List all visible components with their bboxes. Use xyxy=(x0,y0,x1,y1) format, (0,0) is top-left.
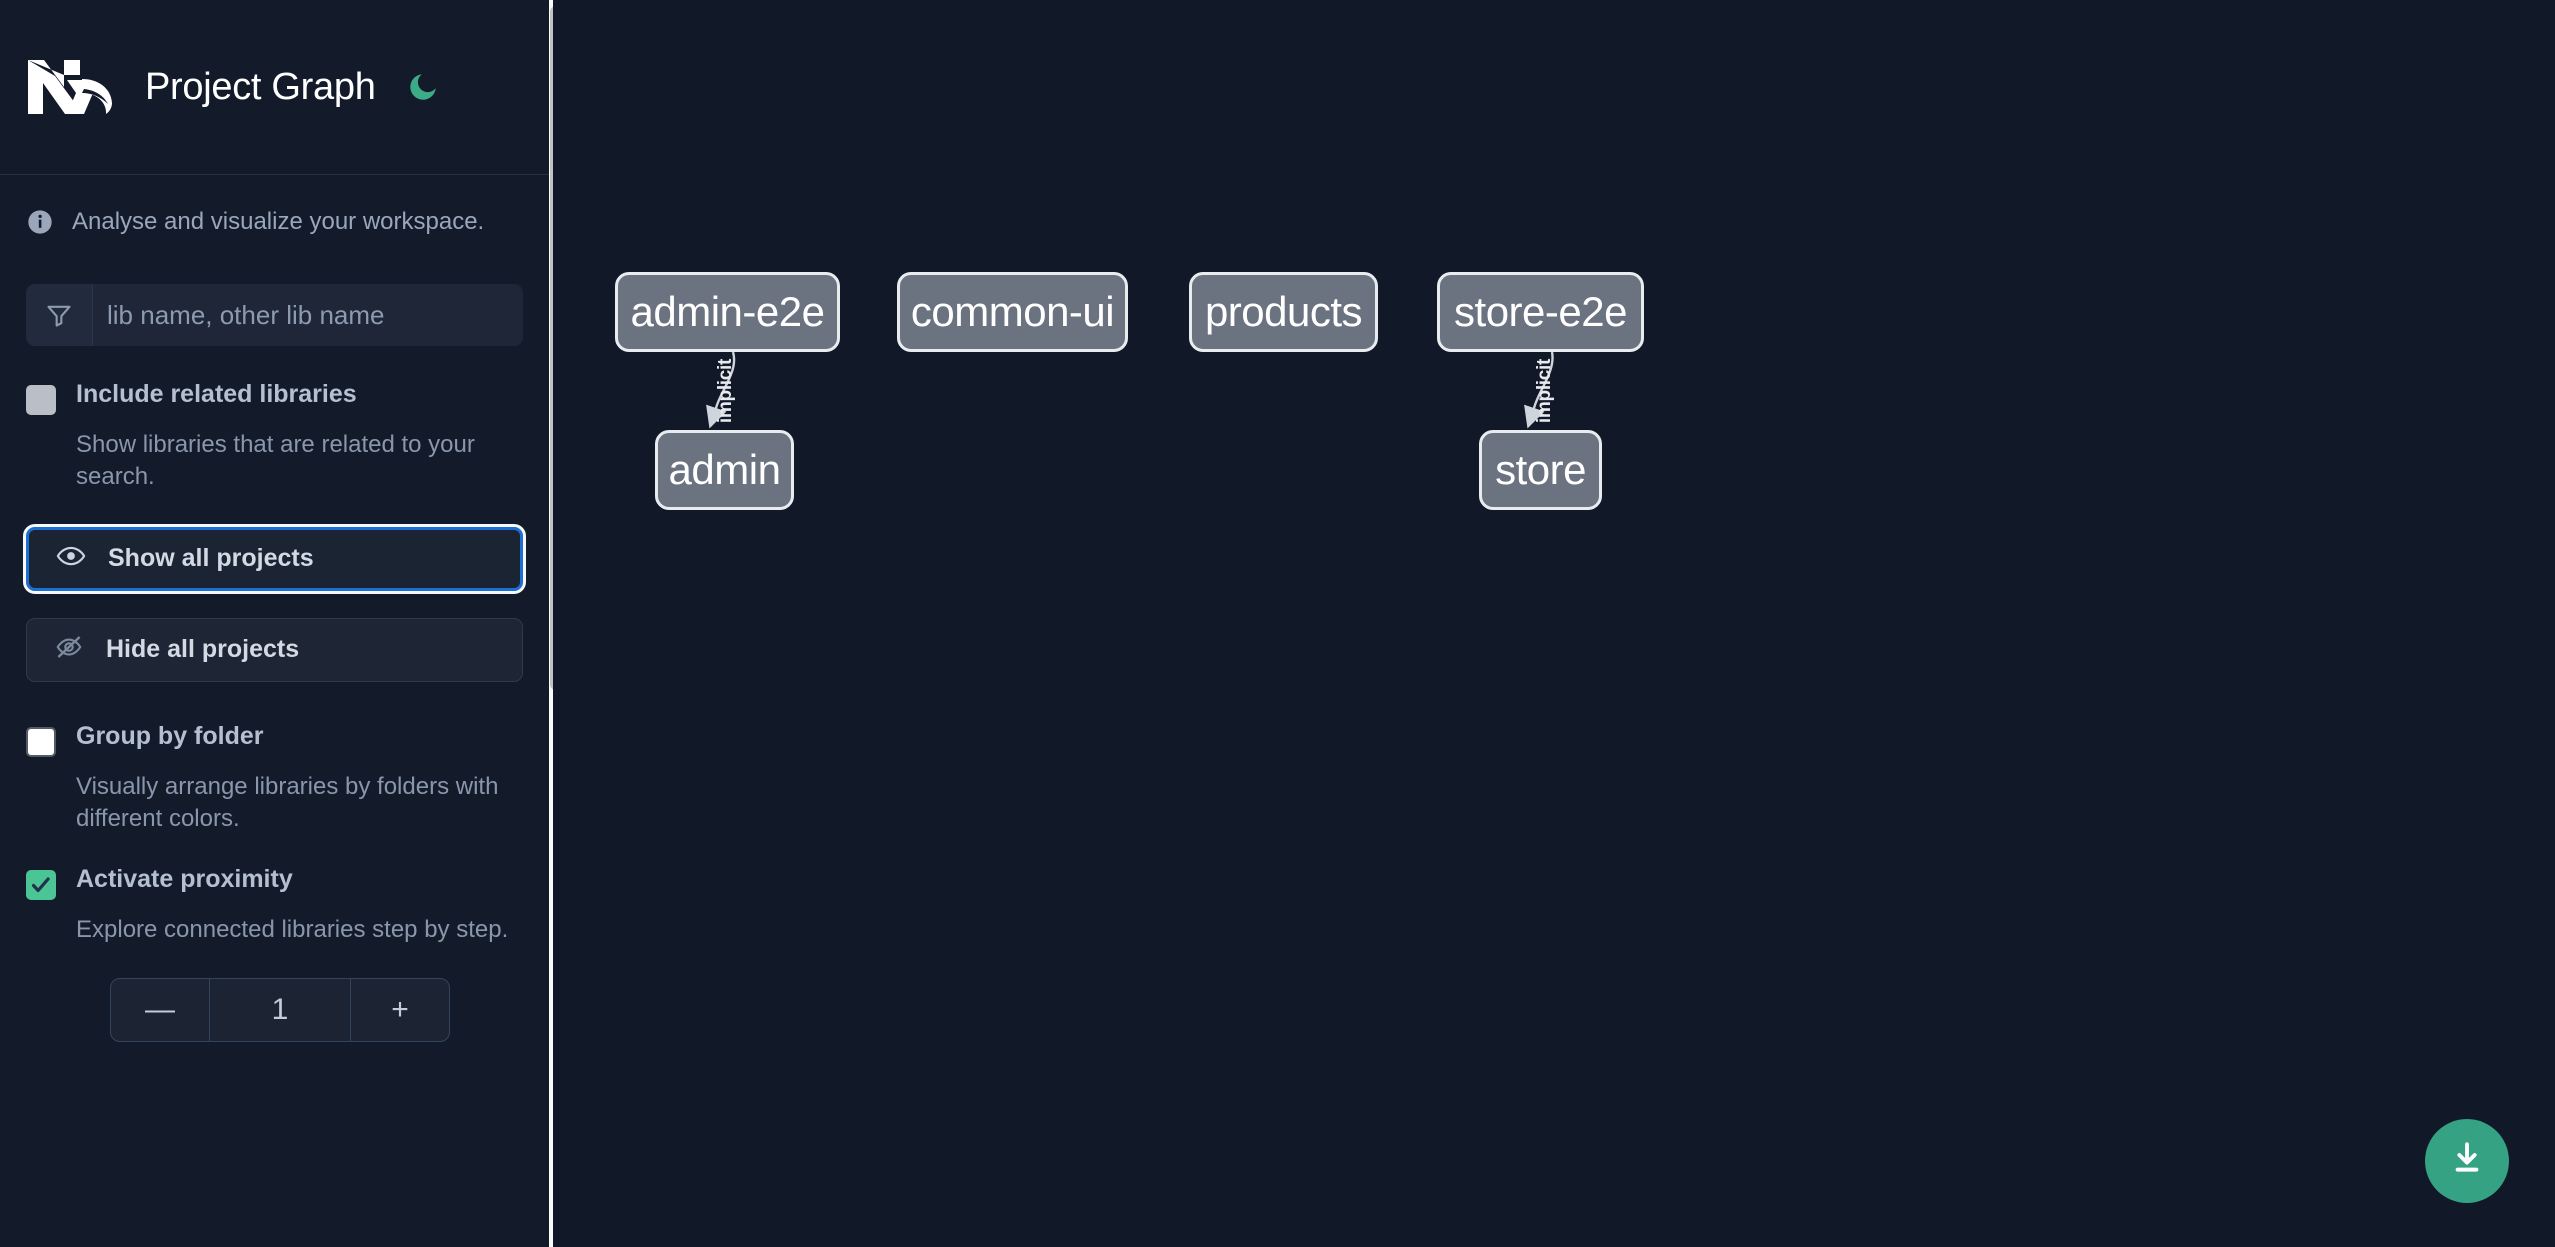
graph-node-admin-e2e[interactable]: admin-e2e xyxy=(615,272,840,352)
sidebar: Project Graph Analyse and visualize yo xyxy=(0,0,553,1247)
edge-label-admin: implicit xyxy=(715,358,736,424)
option-description: Show libraries that are related to your … xyxy=(76,431,475,490)
option-label: Activate proximity xyxy=(76,864,293,893)
graph-edges xyxy=(706,351,1554,429)
search-input[interactable] xyxy=(93,284,523,346)
hide-all-projects-button[interactable]: Hide all projects xyxy=(26,617,523,682)
edge-label-store: implicit xyxy=(1534,358,1555,424)
proximity-stepper[interactable]: — 1 + xyxy=(110,977,450,1042)
graph-node-admin[interactable]: admin xyxy=(655,430,794,510)
tagline: Analyse and visualize your workspace. xyxy=(0,175,549,236)
option-label: Include related libraries xyxy=(76,380,357,408)
option-activate-proximity[interactable]: Activate proximity Explore connected lib… xyxy=(26,864,526,946)
nx-logo-icon xyxy=(26,56,114,118)
funnel-icon xyxy=(26,284,93,346)
checkbox-include-related-libraries[interactable] xyxy=(26,385,56,415)
sidebar-content: Project Graph Analyse and visualize yo xyxy=(0,0,549,1247)
info-icon xyxy=(26,208,54,236)
stepper-value: 1 xyxy=(271,992,289,1026)
graph-node-products[interactable]: products xyxy=(1189,272,1378,352)
graph-node-store[interactable]: store xyxy=(1479,430,1602,510)
sidebar-scrollbar-thumb[interactable] xyxy=(550,6,553,690)
tagline-text: Analyse and visualize your workspace. xyxy=(72,208,485,235)
stepper-decrement-button[interactable]: — xyxy=(111,978,210,1041)
graph-canvas[interactable]: implicit implicit admin-e2e common-ui pr… xyxy=(563,0,2555,1247)
moon-icon[interactable] xyxy=(403,67,443,107)
eye-icon xyxy=(56,541,86,576)
show-all-projects-label: Show all projects xyxy=(108,544,314,573)
option-group-by-folder[interactable]: Group by folder Visually arrange librari… xyxy=(26,721,526,835)
show-all-projects-button[interactable]: Show all projects xyxy=(23,523,526,594)
download-button[interactable] xyxy=(2425,1119,2509,1203)
graph-node-store-e2e[interactable]: store-e2e xyxy=(1437,272,1644,352)
sidebar-header: Project Graph xyxy=(0,0,549,175)
filter-field[interactable] xyxy=(26,284,523,346)
checkbox-activate-proximity[interactable] xyxy=(26,869,56,900)
app-title: Project Graph xyxy=(145,65,376,108)
option-label: Group by folder xyxy=(76,721,264,750)
option-description: Visually arrange libraries by folders wi… xyxy=(76,772,499,832)
option-include-related-libraries[interactable]: Include related libraries Show libraries… xyxy=(26,382,526,493)
stepper-increment-button[interactable]: + xyxy=(350,978,449,1041)
eye-off-icon xyxy=(54,632,84,667)
graph-node-common-ui[interactable]: common-ui xyxy=(897,272,1128,352)
option-description: Explore connected libraries step by step… xyxy=(76,915,509,943)
checkbox-group-by-folder[interactable] xyxy=(26,726,56,757)
download-icon xyxy=(2447,1139,2487,1184)
hide-all-projects-label: Hide all projects xyxy=(106,635,300,664)
